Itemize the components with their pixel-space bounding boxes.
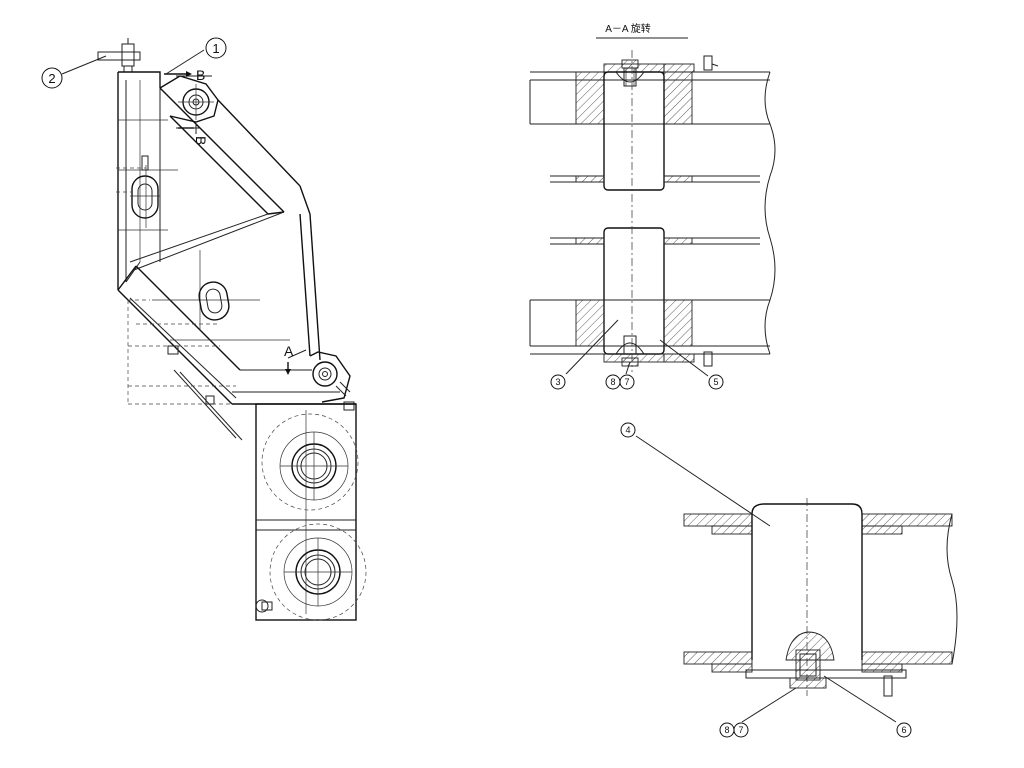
break-line-detail <box>946 513 958 665</box>
callout-4-label: 4 <box>625 425 630 435</box>
detail-top-plate <box>683 513 953 535</box>
section-markers: B B A <box>164 67 307 375</box>
section-aa-view: A－A 旋转 <box>529 22 776 390</box>
lower-flange <box>529 299 770 367</box>
callout-5-label: 5 <box>713 377 718 387</box>
upper-pin <box>603 71 665 191</box>
callout-7-section-label: 7 <box>624 377 629 387</box>
callout-8-7-section: 8 7 <box>605 361 635 390</box>
callout-6: 6 <box>823 675 912 738</box>
top-pin <box>97 38 141 73</box>
callout-2: 2 <box>41 55 107 89</box>
callout-7-detail-label: 7 <box>738 725 743 735</box>
callout-6-label: 6 <box>901 725 906 735</box>
section-letter-a: A <box>284 343 294 359</box>
dashed-references <box>116 155 236 405</box>
callout-4: 4 <box>620 422 771 527</box>
lower-diagonal-body <box>117 213 356 441</box>
break-line-section <box>764 71 776 355</box>
upper-column <box>117 71 178 290</box>
upper-lug <box>159 75 219 134</box>
callout-3-label: 3 <box>555 377 560 387</box>
callout-8-section-label: 8 <box>610 377 615 387</box>
arm-assembly-view: B B A 1 2 <box>41 37 367 621</box>
callout-1-label: 1 <box>212 41 219 56</box>
section-letter-b-rotated: B <box>193 136 209 145</box>
callout-8-detail-label: 8 <box>724 725 729 735</box>
callout-2-label: 2 <box>48 71 55 86</box>
lower-lug <box>309 351 355 411</box>
lower-web-plate <box>550 237 760 245</box>
callout-8-7-detail: 8 7 <box>719 687 797 738</box>
pin-detail-view: 4 8 7 6 <box>620 422 958 738</box>
upper-web-plate <box>550 175 760 183</box>
callout-5: 5 <box>659 339 724 390</box>
lower-pin <box>603 227 665 355</box>
callout-3: 3 <box>550 319 619 390</box>
callout-1: 1 <box>165 37 227 75</box>
section-title: A－A 旋转 <box>605 22 651 35</box>
upper-flange <box>529 55 770 125</box>
section-letter-b: B <box>196 67 205 83</box>
detail-bottom-plate <box>683 649 953 697</box>
lower-box <box>255 403 367 621</box>
upper-diagonal-body <box>117 87 311 291</box>
